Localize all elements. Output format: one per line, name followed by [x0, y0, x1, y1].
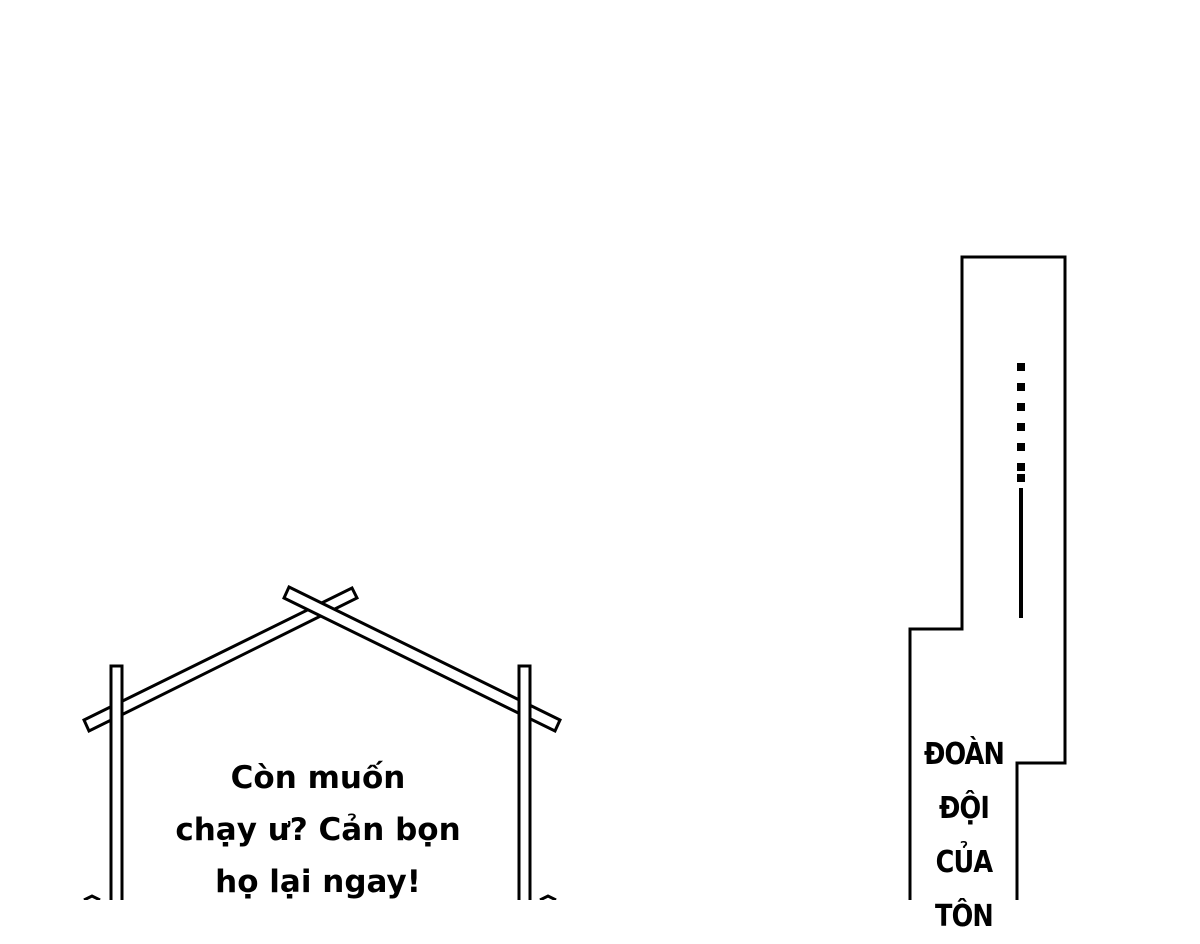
cross-hint-right	[539, 894, 557, 900]
bubble-line-2: chạy ư? Cản bọn	[175, 812, 461, 848]
dotted-line	[1017, 363, 1025, 482]
roof-beam-left	[82, 585, 360, 734]
roof-beam-right	[282, 584, 562, 734]
post-left	[109, 664, 124, 900]
box-line-3: CỦA	[935, 845, 993, 880]
box-line-4: TÔN	[935, 899, 994, 934]
bubble-line-3: họ lại ngay!	[215, 864, 421, 900]
dash-line	[1019, 488, 1023, 618]
box-line-1: ĐOÀN	[923, 737, 1005, 772]
box-line-2: ĐỘI	[939, 791, 990, 826]
stepped-text-box	[908, 255, 1067, 900]
house-bubble-text: Còn muốn chạy ư? Cản bọn họ lại ngay!	[148, 752, 488, 908]
stepped-box-outline	[908, 255, 1067, 900]
cross-hint-left	[83, 894, 101, 900]
bubble-line-1: Còn muốn	[230, 760, 406, 796]
panel-artwork	[82, 255, 1067, 900]
post-right	[517, 664, 532, 900]
house-speech-bubble	[82, 584, 562, 900]
comic-panel: Còn muốn chạy ư? Cản bọn họ lại ngay! ĐO…	[82, 255, 1067, 934]
narrow-box-text: ĐOÀN ĐỘI CỦA TÔN	[920, 728, 1008, 944]
